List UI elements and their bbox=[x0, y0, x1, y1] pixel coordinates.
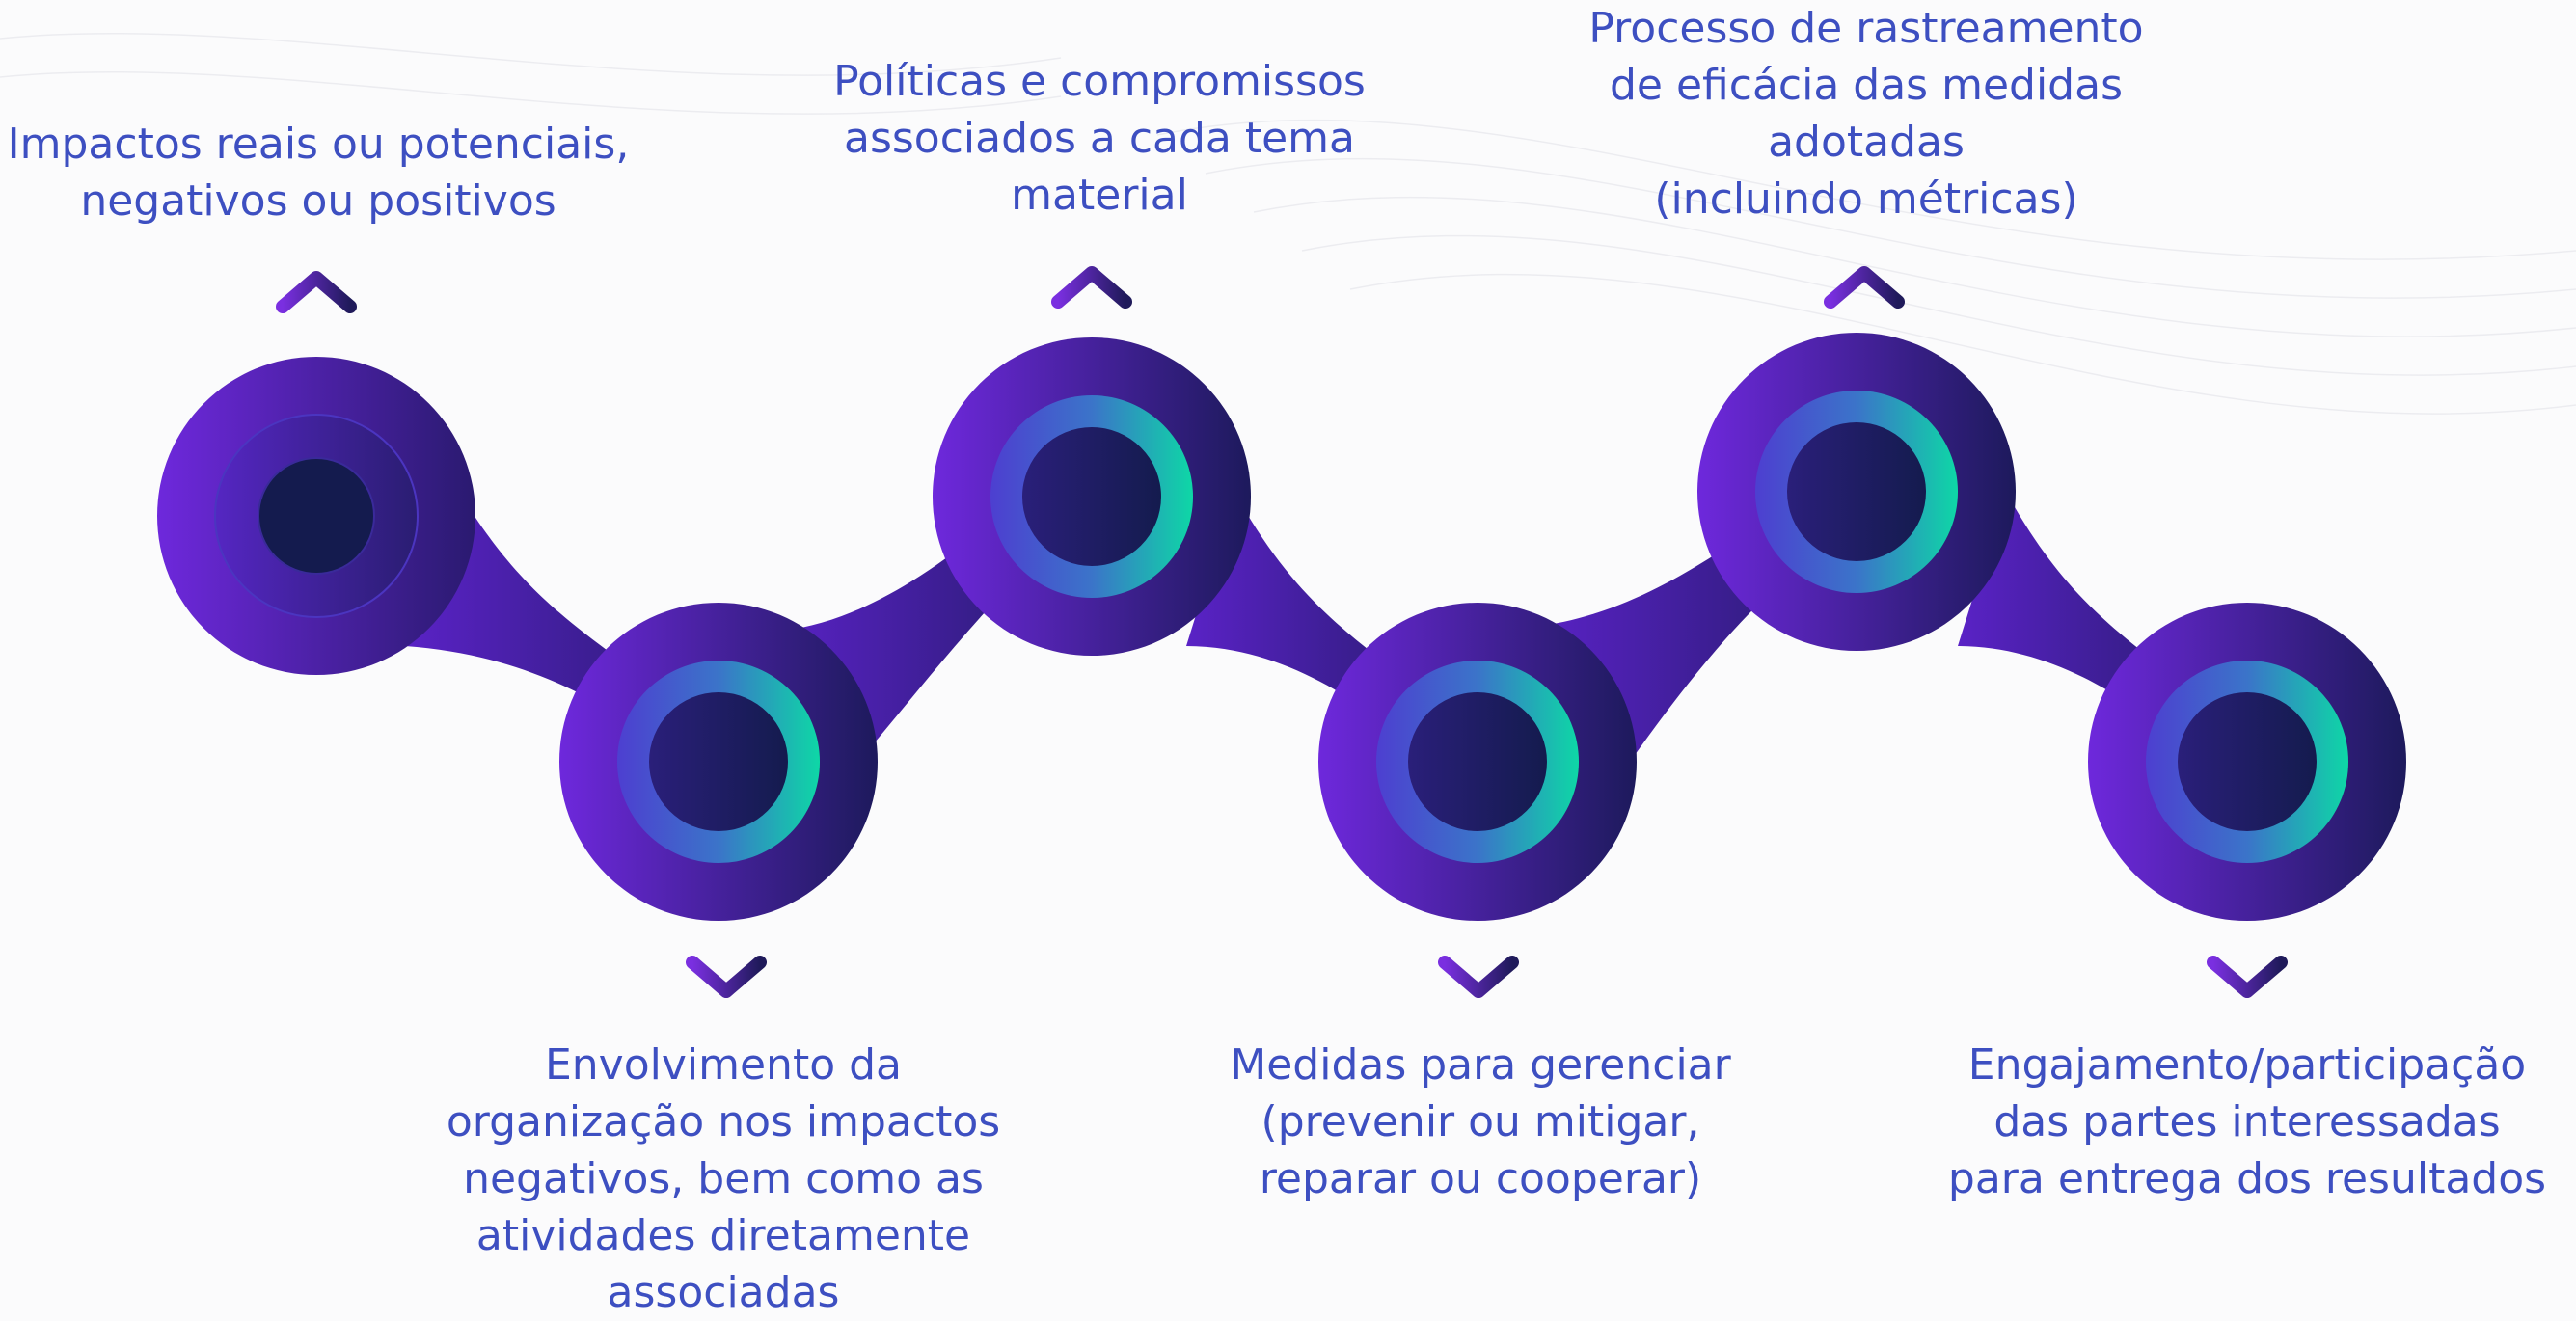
chevron-up-icon bbox=[276, 271, 357, 313]
chevron-down-icon bbox=[686, 956, 767, 998]
step-node-2 bbox=[559, 603, 878, 921]
step-node-1 bbox=[157, 357, 475, 675]
step-node-5 bbox=[1697, 333, 2016, 651]
step-node-3 bbox=[933, 337, 1251, 656]
step-label-6: Engajamento/participação das partes inte… bbox=[1947, 1040, 2547, 1203]
step-node-6 bbox=[2088, 603, 2406, 921]
step-label-2: Envolvimento da organização nos impactos… bbox=[446, 1040, 1001, 1317]
step-node-4 bbox=[1318, 603, 1637, 921]
step-label-4: Medidas para gerenciar (prevenir ou miti… bbox=[1230, 1040, 1731, 1203]
chevron-down-icon bbox=[1438, 956, 1519, 998]
chevron-up-icon bbox=[1051, 266, 1132, 309]
step-label-3: Políticas e compromissos associados a ca… bbox=[833, 57, 1366, 220]
step-label-1: Impactos reais ou potenciais, negativos … bbox=[7, 120, 630, 226]
step-label-5: Processo de rastreamento de eficácia das… bbox=[1588, 4, 2144, 224]
background-waves bbox=[0, 32, 2576, 415]
chevron-up-icon bbox=[1824, 266, 1905, 309]
chevron-down-icon bbox=[2207, 956, 2288, 998]
